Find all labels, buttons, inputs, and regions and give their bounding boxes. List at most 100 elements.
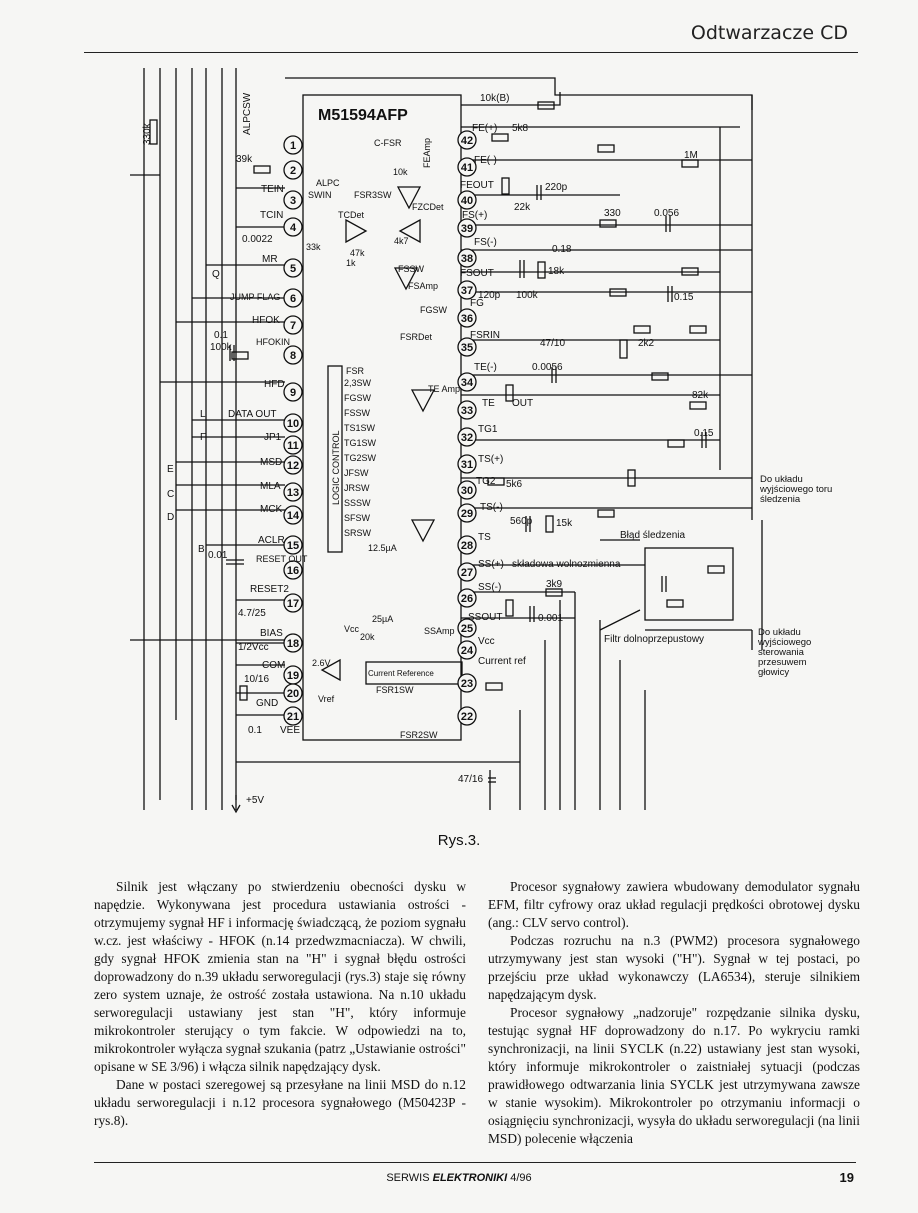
svg-text:składowa wolnozmienna: składowa wolnozmienna [512,559,621,570]
svg-text:OUT: OUT [512,398,533,409]
svg-text:TCIN: TCIN [260,210,283,221]
svg-text:82k: 82k [692,390,709,401]
svg-text:0.0056: 0.0056 [532,362,563,373]
svg-text:47/16: 47/16 [458,774,483,785]
svg-text:28: 28 [461,540,473,552]
svg-text:JUMP FLAG: JUMP FLAG [230,292,280,302]
svg-text:SS(+): SS(+) [478,559,504,570]
svg-text:10: 10 [287,418,299,430]
svg-text:37: 37 [461,285,473,297]
circuit-schematic: M51594AFP ALPCSW 330k 39k TEIN TCIN 0.00… [130,68,832,814]
svg-text:35: 35 [461,342,473,354]
svg-text:20k: 20k [360,632,375,642]
svg-text:560p: 560p [510,516,533,527]
svg-text:C: C [167,489,174,500]
svg-text:SSOUT: SSOUT [468,612,502,623]
svg-text:BIAS: BIAS [260,628,283,639]
svg-text:17: 17 [287,598,299,610]
svg-text:16: 16 [287,565,299,577]
svg-text:+5V: +5V [246,795,264,806]
svg-text:JP1: JP1 [264,432,282,443]
svg-text:5k6: 5k6 [506,479,523,490]
svg-text:FSRDet: FSRDet [400,332,433,342]
svg-text:HFOKIN: HFOKIN [256,337,290,347]
svg-text:TS: TS [478,532,491,543]
footer-magazine-name: ELEKTRONIKI [432,1172,508,1184]
svg-text:24: 24 [461,645,474,657]
svg-text:0.1: 0.1 [214,330,228,341]
svg-text:47k: 47k [350,248,365,258]
svg-text:FSAmp: FSAmp [408,281,438,291]
chip-name: M51594AFP [318,107,408,124]
svg-text:FEAmp: FEAmp [422,138,432,168]
svg-text:0.01: 0.01 [208,550,228,561]
svg-text:40: 40 [461,195,473,207]
svg-text:FEOUT: FEOUT [460,180,494,191]
svg-text:10/16: 10/16 [244,674,269,685]
svg-text:B: B [198,544,205,555]
svg-text:12.5µA: 12.5µA [368,543,397,553]
svg-text:MCK: MCK [260,504,283,515]
svg-text:TG2SW: TG2SW [344,453,377,463]
footer-issue: 4/96 [510,1172,532,1184]
svg-text:10k: 10k [393,167,408,177]
svg-text:0.15: 0.15 [694,428,714,439]
svg-text:31: 31 [461,459,473,471]
svg-text:7: 7 [290,320,296,332]
svg-text:RESET OUT: RESET OUT [256,554,308,564]
svg-text:120p: 120p [478,290,501,301]
svg-text:11: 11 [287,440,299,452]
svg-text:42: 42 [461,135,473,147]
svg-text:ACLR: ACLR [258,535,285,546]
svg-text:29: 29 [461,508,473,520]
svg-text:E: E [167,464,174,475]
svg-text:GND: GND [256,698,278,709]
svg-text:3: 3 [290,195,296,207]
svg-text:SSSW: SSSW [344,498,371,508]
svg-text:LOGIC CONTROL: LOGIC CONTROL [331,430,341,505]
svg-text:18k: 18k [548,266,565,277]
svg-text:TS(-): TS(-) [480,502,503,513]
svg-text:D: D [167,512,174,523]
svg-text:22: 22 [461,711,473,723]
svg-text:TG1: TG1 [478,424,498,435]
svg-text:33: 33 [461,405,473,417]
svg-text:SRSW: SRSW [344,528,372,538]
svg-text:26: 26 [461,593,473,605]
page-header-title: Odtwarzacze CD [690,22,848,44]
svg-text:FG: FG [470,298,484,309]
svg-text:FSOUT: FSOUT [460,268,494,279]
svg-text:41: 41 [461,162,473,174]
svg-text:10k(B): 10k(B) [480,93,509,104]
svg-text:0.18: 0.18 [552,244,572,255]
svg-text:FSRIN: FSRIN [470,330,500,341]
svg-text:0.15: 0.15 [674,292,694,303]
svg-text:18: 18 [287,638,299,650]
svg-text:23: 23 [461,678,473,690]
svg-text:Błąd śledzenia: Błąd śledzenia [620,530,685,541]
svg-text:FE(+): FE(+) [472,123,497,134]
svg-text:4k7: 4k7 [394,236,409,246]
svg-text:4.7/25: 4.7/25 [238,608,266,619]
svg-text:36: 36 [461,313,473,325]
svg-text:FSSW: FSSW [398,264,425,274]
svg-text:1k: 1k [346,258,356,268]
svg-text:330k: 330k [142,122,153,145]
svg-text:100k: 100k [516,290,539,301]
svg-text:2k2: 2k2 [638,338,655,349]
svg-text:TG2: TG2 [476,476,496,487]
svg-text:3k9: 3k9 [546,579,563,590]
svg-text:5: 5 [290,263,296,275]
svg-text:9: 9 [290,387,296,399]
text-column-right: Procesor sygnałowy zawiera wbudowany dem… [488,878,860,1148]
svg-text:Vcc: Vcc [478,636,495,647]
svg-text:20: 20 [287,688,299,700]
svg-text:FS(+): FS(+) [462,210,487,221]
paragraph: Procesor sygnałowy „nadzoruje" rozpędzan… [488,1005,860,1146]
svg-text:38: 38 [461,253,473,265]
paragraph: Dane w postaci szeregowej są przesyłane … [94,1077,466,1128]
svg-text:FE(-): FE(-) [474,155,497,166]
svg-text:6: 6 [290,293,296,305]
svg-text:12: 12 [287,460,299,472]
svg-text:2: 2 [290,165,296,177]
